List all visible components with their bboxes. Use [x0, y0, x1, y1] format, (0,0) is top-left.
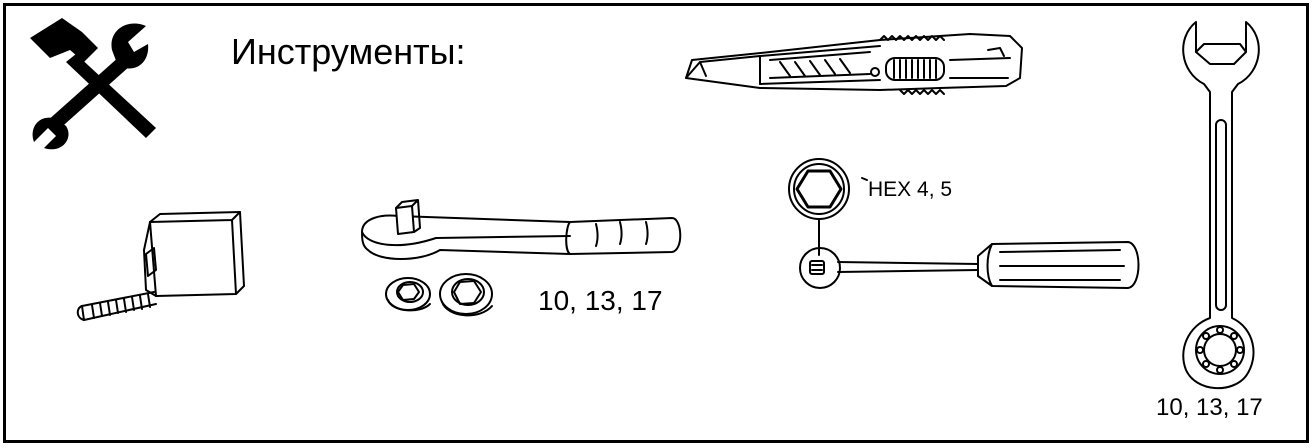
combination-wrench-icon — [1182, 21, 1260, 390]
screwdriver-icon — [799, 241, 1140, 289]
tape-measure-icon — [76, 211, 245, 321]
socket-icon — [439, 273, 493, 317]
utility-knife-icon — [685, 33, 1023, 95]
socket-size-label: 10, 13, 17 — [538, 285, 663, 316]
hex-key-icon — [788, 158, 868, 256]
page-title: Инструменты: — [231, 31, 466, 72]
tools-icon — [30, 18, 156, 150]
hex-size-label: HEX 4, 5 — [868, 178, 953, 201]
wrench-ring-teeth — [1196, 326, 1244, 374]
ratchet-icon — [361, 199, 682, 260]
wrench-size-label: 10, 13, 17 — [1156, 394, 1263, 421]
socket-icon — [385, 277, 431, 312]
instruction-panel — [3, 3, 1309, 443]
